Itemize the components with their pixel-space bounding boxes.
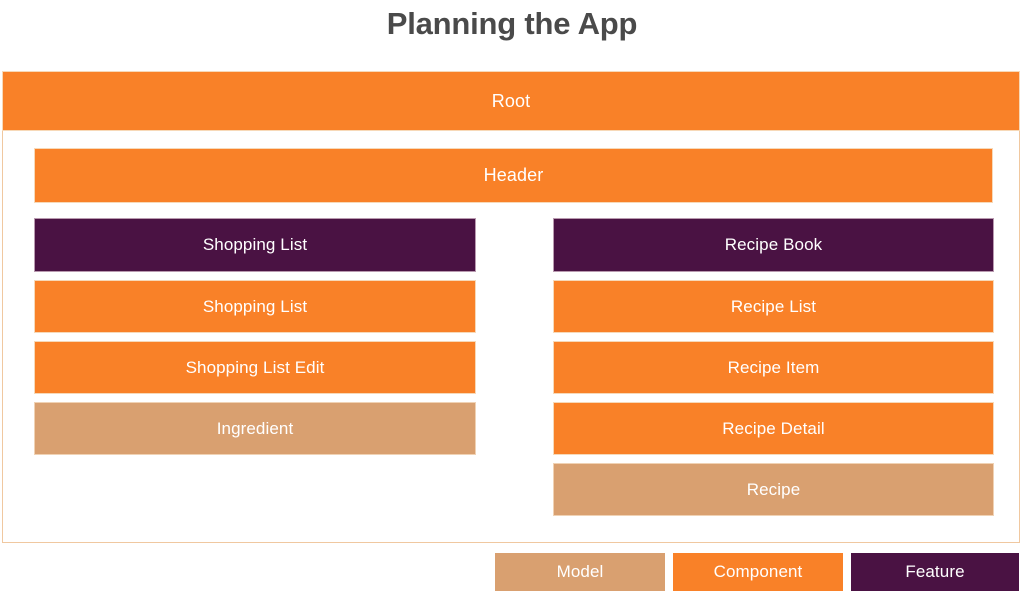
node-root[interactable]: Root bbox=[2, 71, 1020, 131]
node-ingredient-model[interactable]: Ingredient bbox=[34, 402, 476, 455]
legend: Model Component Feature bbox=[495, 553, 1019, 591]
node-recipe-detail-component[interactable]: Recipe Detail bbox=[553, 402, 994, 455]
node-shopping-list-edit-component[interactable]: Shopping List Edit bbox=[34, 341, 476, 394]
node-shopping-list-component[interactable]: Shopping List bbox=[34, 280, 476, 333]
node-recipe-list-component[interactable]: Recipe List bbox=[553, 280, 994, 333]
node-header[interactable]: Header bbox=[34, 148, 993, 203]
recipe-book-column: Recipe Book Recipe List Recipe Item Reci… bbox=[553, 218, 994, 524]
page-title: Planning the App bbox=[386, 6, 638, 41]
shopping-list-column: Shopping List Shopping List Shopping Lis… bbox=[34, 218, 476, 463]
node-recipe-book-feature[interactable]: Recipe Book bbox=[553, 218, 994, 272]
app-structure-diagram: Root Header Shopping List Shopping List … bbox=[2, 71, 1020, 543]
node-recipe-item-component[interactable]: Recipe Item bbox=[553, 341, 994, 394]
legend-item-model[interactable]: Model bbox=[495, 553, 665, 591]
legend-item-component[interactable]: Component bbox=[673, 553, 843, 591]
legend-item-feature[interactable]: Feature bbox=[851, 553, 1019, 591]
node-recipe-model[interactable]: Recipe bbox=[553, 463, 994, 516]
node-shopping-list-feature[interactable]: Shopping List bbox=[34, 218, 476, 272]
